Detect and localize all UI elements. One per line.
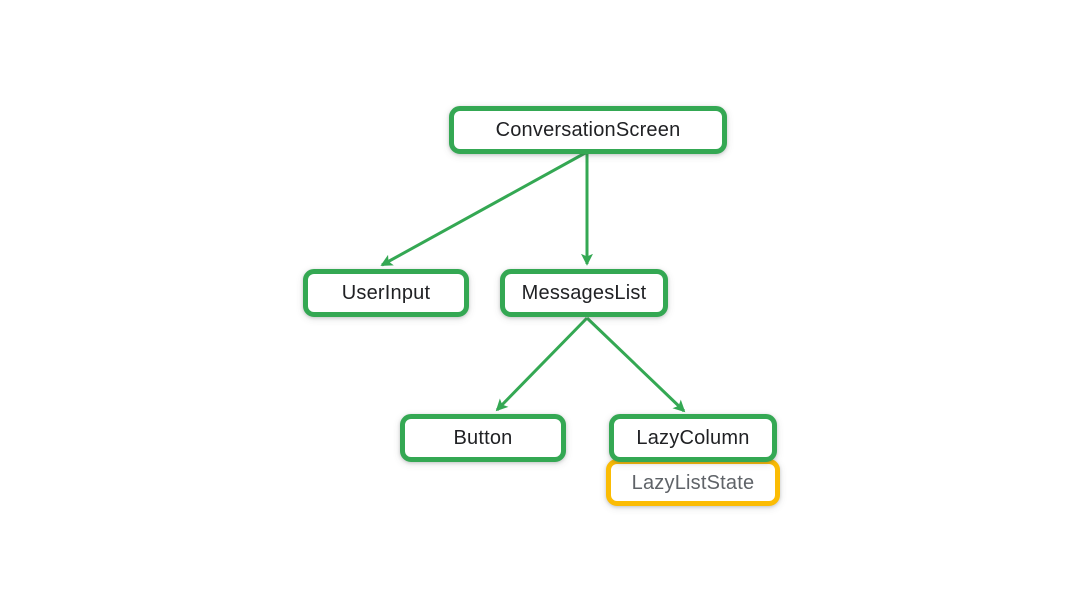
node-conversationscreen-label: ConversationScreen [495,119,681,141]
node-button-label: Button [453,427,513,449]
node-lazycolumn-label: LazyColumn [636,427,750,449]
node-button: Button [400,414,566,462]
edge-messageslist-to-lazycolumn [585,316,686,413]
node-lazycolumn: LazyColumn [609,414,777,462]
edge-conversationscreen-to-userinput [380,150,588,267]
node-messageslist-label: MessagesList [521,282,647,304]
node-lazyliststate-label: LazyListState [631,471,755,494]
node-messageslist: MessagesList [500,269,668,317]
node-conversationscreen: ConversationScreen [449,106,727,154]
node-userinput: UserInput [303,269,469,317]
node-userinput-label: UserInput [341,282,431,304]
edge-messageslist-to-button [495,316,589,412]
node-lazyliststate: LazyListState [606,459,780,506]
